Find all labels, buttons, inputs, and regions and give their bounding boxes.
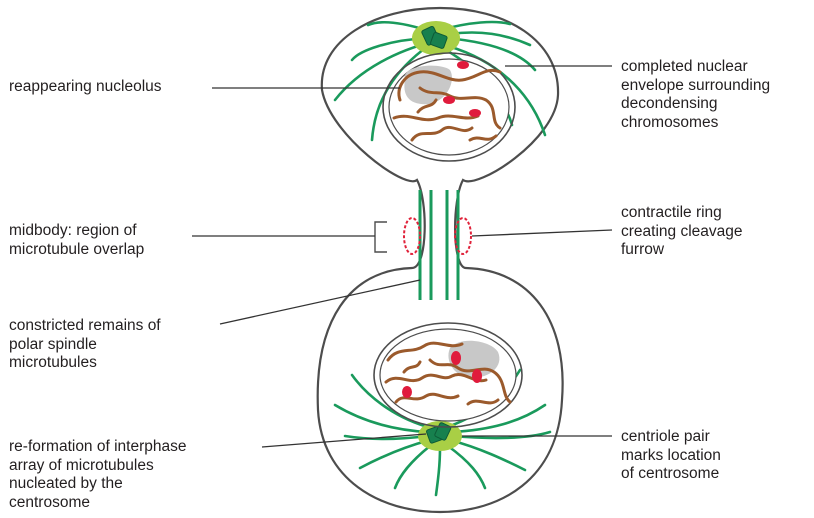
top-centrosome xyxy=(412,21,460,55)
midbody-bracket xyxy=(375,222,387,252)
label-reformation-interphase: re-formation of interphase array of micr… xyxy=(9,438,186,512)
label-constricted-remains: constricted remains of polar spindle mic… xyxy=(9,317,161,373)
label-reappearing-nucleolus: reappearing nucleolus xyxy=(9,78,162,97)
label-completed-nuclear-envelope: completed nuclear envelope surrounding d… xyxy=(621,58,770,132)
bottom-centrosome xyxy=(418,421,462,451)
top-nucleus xyxy=(383,53,515,161)
label-midbody: midbody: region of microtubule overlap xyxy=(9,222,144,259)
label-centriole-pair: centriole pair marks location of centros… xyxy=(621,428,721,484)
bottom-nucleus xyxy=(374,323,522,427)
label-contractile-ring: contractile ring creating cleavage furro… xyxy=(621,204,743,260)
